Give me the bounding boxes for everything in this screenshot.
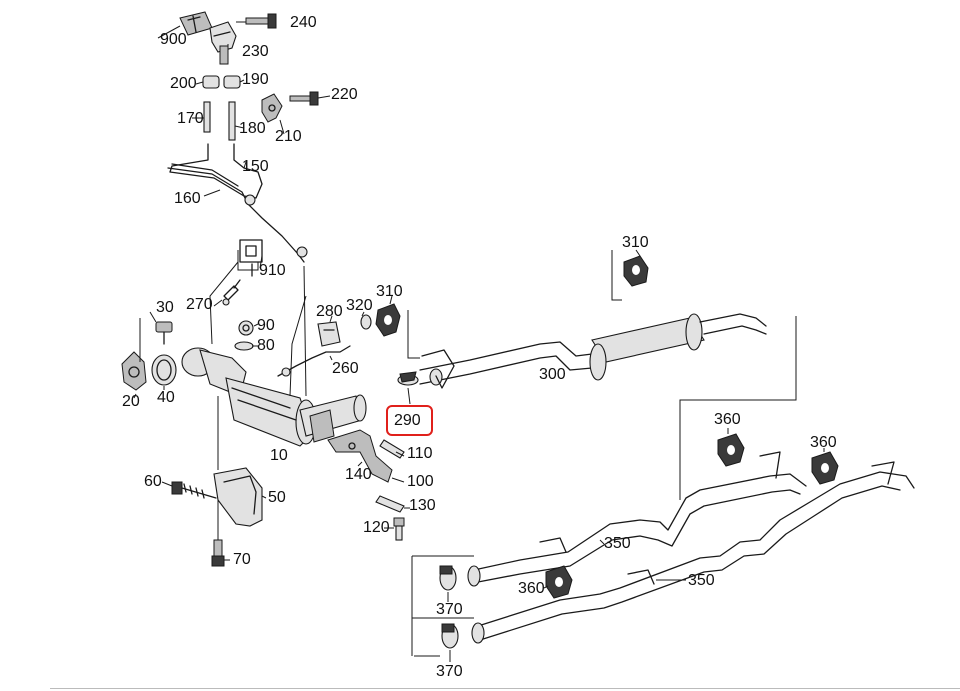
- rubber-mount-360-b: [811, 451, 839, 485]
- callout-130[interactable]: 130: [409, 497, 436, 514]
- bottom-divider: [50, 688, 960, 689]
- callout-30[interactable]: 30: [156, 299, 174, 316]
- callout-900[interactable]: 900: [160, 31, 187, 48]
- callout-280[interactable]: 280: [316, 303, 343, 320]
- bolt-70: [211, 539, 225, 567]
- callout-350-upper[interactable]: 350: [604, 535, 631, 552]
- hose-clamp-190: [223, 75, 241, 89]
- nut-90: [238, 320, 254, 336]
- callout-10[interactable]: 10: [270, 447, 288, 464]
- callout-110[interactable]: 110: [407, 445, 433, 462]
- callout-160[interactable]: 160: [174, 190, 201, 207]
- callout-370-lower[interactable]: 370: [436, 663, 463, 680]
- clamp-290: [397, 371, 419, 386]
- callout-90[interactable]: 90: [257, 317, 275, 334]
- bolt-30: [155, 321, 173, 345]
- nut-320: [360, 314, 372, 330]
- callout-80[interactable]: 80: [257, 337, 275, 354]
- callout-370-upper[interactable]: 370: [436, 601, 463, 618]
- bracket-50: [213, 467, 263, 527]
- rubber-mount-360-a: [717, 433, 745, 467]
- callout-20[interactable]: 20: [122, 393, 140, 410]
- callout-70[interactable]: 70: [233, 551, 251, 568]
- rubber-mount-310-right: [623, 255, 649, 287]
- particulate-filter-10: [181, 347, 367, 447]
- callout-300[interactable]: 300: [539, 366, 566, 383]
- callout-highlight-box: [386, 405, 433, 436]
- callout-210[interactable]: 210: [275, 128, 302, 145]
- bolt-120: [393, 517, 405, 541]
- clamp-370-upper: [439, 565, 457, 591]
- callout-360-upper-right[interactable]: 360: [810, 434, 837, 451]
- clamp-370-lower: [441, 623, 459, 649]
- bracket-210: [261, 93, 283, 123]
- hose-clamp-200: [202, 75, 220, 89]
- callout-170[interactable]: 170: [177, 110, 204, 127]
- pressure-line-150-160: [167, 143, 308, 263]
- assembly-frame-lines: [139, 250, 797, 657]
- bolt-220: [289, 91, 319, 106]
- callout-230[interactable]: 230: [242, 43, 269, 60]
- callout-310-left[interactable]: 310: [376, 283, 403, 300]
- callout-260[interactable]: 260: [332, 360, 359, 377]
- callout-360-lower[interactable]: 360: [518, 580, 545, 597]
- callout-310-right[interactable]: 310: [622, 234, 649, 251]
- flange-20: [121, 351, 147, 391]
- callout-350-lower[interactable]: 350: [688, 572, 715, 589]
- callout-290[interactable]: 290: [394, 412, 421, 429]
- callout-200[interactable]: 200: [170, 75, 197, 92]
- callout-180[interactable]: 180: [239, 120, 266, 137]
- callout-120[interactable]: 120: [363, 519, 390, 536]
- callout-220[interactable]: 220: [331, 86, 358, 103]
- hanger-brackets: [539, 451, 895, 585]
- hanger-130: [375, 495, 405, 513]
- callout-360-upper-left[interactable]: 360: [714, 411, 741, 428]
- callout-40[interactable]: 40: [157, 389, 175, 406]
- callout-190[interactable]: 190: [242, 71, 269, 88]
- callout-50[interactable]: 50: [268, 489, 286, 506]
- rubber-mount-310-left: [375, 303, 401, 337]
- hose-180: [228, 101, 236, 141]
- rubber-mount-360-c: [545, 565, 573, 599]
- sensor-cable-260: [277, 345, 351, 377]
- bolt-240: [245, 13, 277, 29]
- callout-320[interactable]: 320: [346, 297, 373, 314]
- tail-pipe-350-lower: [471, 471, 915, 644]
- intermediate-pipe-300: [419, 313, 767, 389]
- oxygen-sensor-270: [222, 279, 241, 306]
- callout-150[interactable]: 150: [242, 158, 269, 175]
- connector-280: [317, 321, 341, 347]
- callout-140[interactable]: 140: [345, 466, 372, 483]
- tail-pipe-350-upper: [467, 473, 807, 587]
- bracket-140: [327, 429, 393, 483]
- gasket-40: [151, 354, 177, 386]
- callout-910[interactable]: 910: [259, 262, 286, 279]
- rubber-strap-110: [379, 439, 405, 459]
- callout-270[interactable]: 270: [186, 296, 213, 313]
- washer-80: [234, 341, 254, 351]
- hose-170: [203, 101, 211, 133]
- callout-60[interactable]: 60: [144, 473, 162, 490]
- callout-240[interactable]: 240: [290, 14, 317, 31]
- pressure-sensor-230: [209, 21, 237, 65]
- bolt-60: [171, 481, 217, 499]
- leader-lines: [133, 21, 825, 662]
- callout-100[interactable]: 100: [407, 473, 434, 490]
